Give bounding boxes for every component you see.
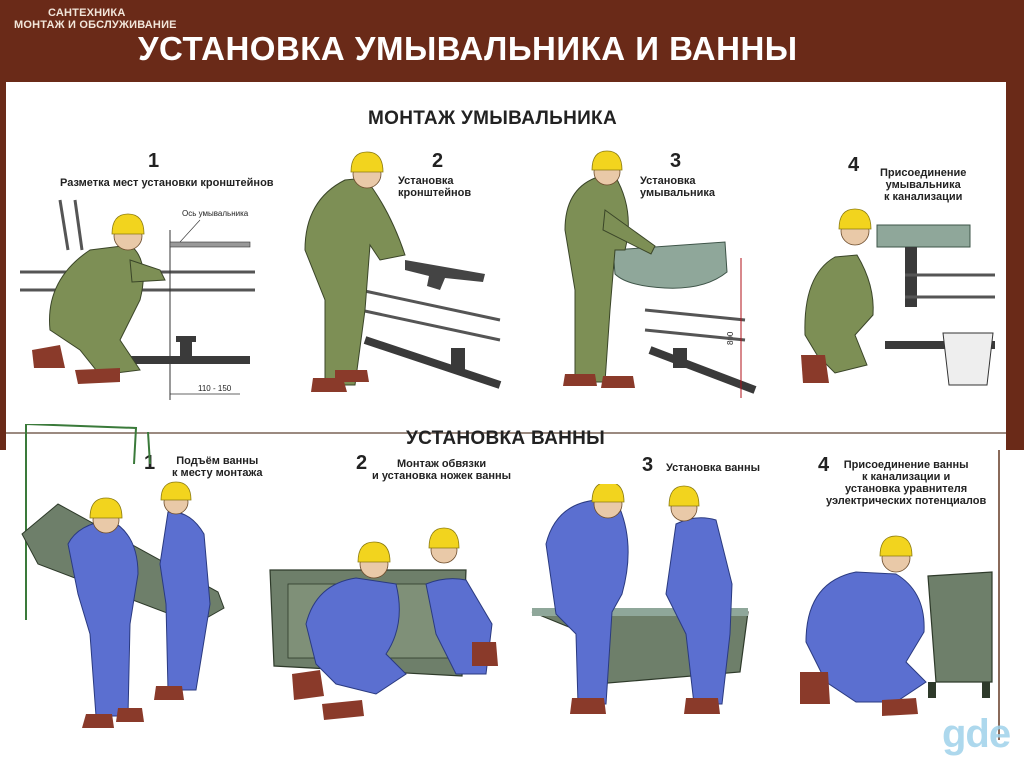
caption-line: Присоединение ванны <box>843 459 969 471</box>
caption-line: умывальника <box>885 179 961 191</box>
bathtub-step-4-illustration <box>800 535 993 716</box>
caption-line: уэлектрических потенциалов <box>826 495 987 507</box>
bathtub-step-3-caption: Установка ванны <box>666 462 760 474</box>
bathtub-step-4-number: 4 <box>818 454 830 476</box>
bathtub-step-2-illustration <box>269 527 498 720</box>
series-line-2: МОНТАЖ И ОБСЛУЖИВАНИЕ <box>14 19 177 31</box>
washbasin-step-2-number: 2 <box>432 150 444 172</box>
caption-line: умывальника <box>640 187 716 199</box>
frame-left <box>0 82 6 450</box>
caption-line: к месту монтажа <box>172 467 263 479</box>
caption-line: и установка ножек ванны <box>372 470 512 482</box>
bathtub-step-2-caption: Монтаж обвязки и установка ножек ванны <box>372 458 511 482</box>
washbasin-step-4-illustration <box>801 208 995 386</box>
caption-line: Монтаж обвязки <box>396 458 487 470</box>
washbasin-step-3-number: 3 <box>670 150 682 172</box>
series-line-1: САНТЕХНИКА <box>48 7 126 19</box>
washbasin-step-4-caption: Присоединение умывальника к канализации <box>880 167 966 203</box>
bathtub-section-title: УСТАНОВКА ВАННЫ <box>406 428 606 449</box>
frame-right-lower <box>998 450 1000 740</box>
caption-line: установка уравнителя <box>845 483 968 495</box>
washbasin-step-2-caption: Установка кронштейнов <box>398 175 471 199</box>
caption-line: к канализации <box>883 191 963 203</box>
washbasin-step-4-number: 4 <box>848 154 860 176</box>
axis-annotation: Ось умывальника <box>182 209 249 218</box>
washbasin-step-2-illustration <box>304 151 502 392</box>
header-bar <box>0 0 1024 82</box>
poster-title: УСТАНОВКА УМЫВАЛЬНИКА И ВАННЫ <box>138 30 798 67</box>
dimension-label: 110 - 150 <box>198 384 232 393</box>
caption-line: кронштейнов <box>398 187 472 199</box>
frame-right <box>1006 82 1024 450</box>
bathtub-step-2-number: 2 <box>356 452 368 474</box>
caption-line: Установка <box>640 175 696 187</box>
series-label: САНТЕХНИКА МОНТАЖ И ОБСЛУЖИВАНИЕ <box>14 7 177 31</box>
washbasin-step-3-illustration <box>563 150 757 398</box>
caption-line: Подъём ванны <box>176 455 259 467</box>
caption-line: Разметка мест установки кронштейнов <box>60 177 274 189</box>
washbasin-step-1-number: 1 <box>148 150 160 172</box>
washbasin-step-1-caption: Разметка мест установки кронштейнов <box>60 177 274 189</box>
washbasin-step-1-illustration <box>20 199 255 400</box>
bathtub-step-3-illustration <box>531 484 749 714</box>
bathtub-step-3-number: 3 <box>642 454 654 476</box>
caption-line: к канализации и <box>861 471 951 483</box>
caption-line: Присоединение <box>880 167 967 179</box>
watermark-logo: gde <box>942 712 1011 756</box>
washbasin-step-3-caption: Установка умывальника <box>640 175 715 199</box>
washbasin-section-title: МОНТАЖ УМЫВАЛЬНИКА <box>368 108 617 129</box>
divider-line <box>6 432 1006 434</box>
bathtub-step-4-caption: Присоединение ванны к канализации и уста… <box>826 459 986 507</box>
bathtub-step-1-caption: Подъём ванны к месту монтажа <box>172 455 263 479</box>
bathtub-step-1-illustration <box>21 424 225 728</box>
caption-line: Установка <box>398 175 454 187</box>
caption-line: Установка ванны <box>666 462 760 474</box>
